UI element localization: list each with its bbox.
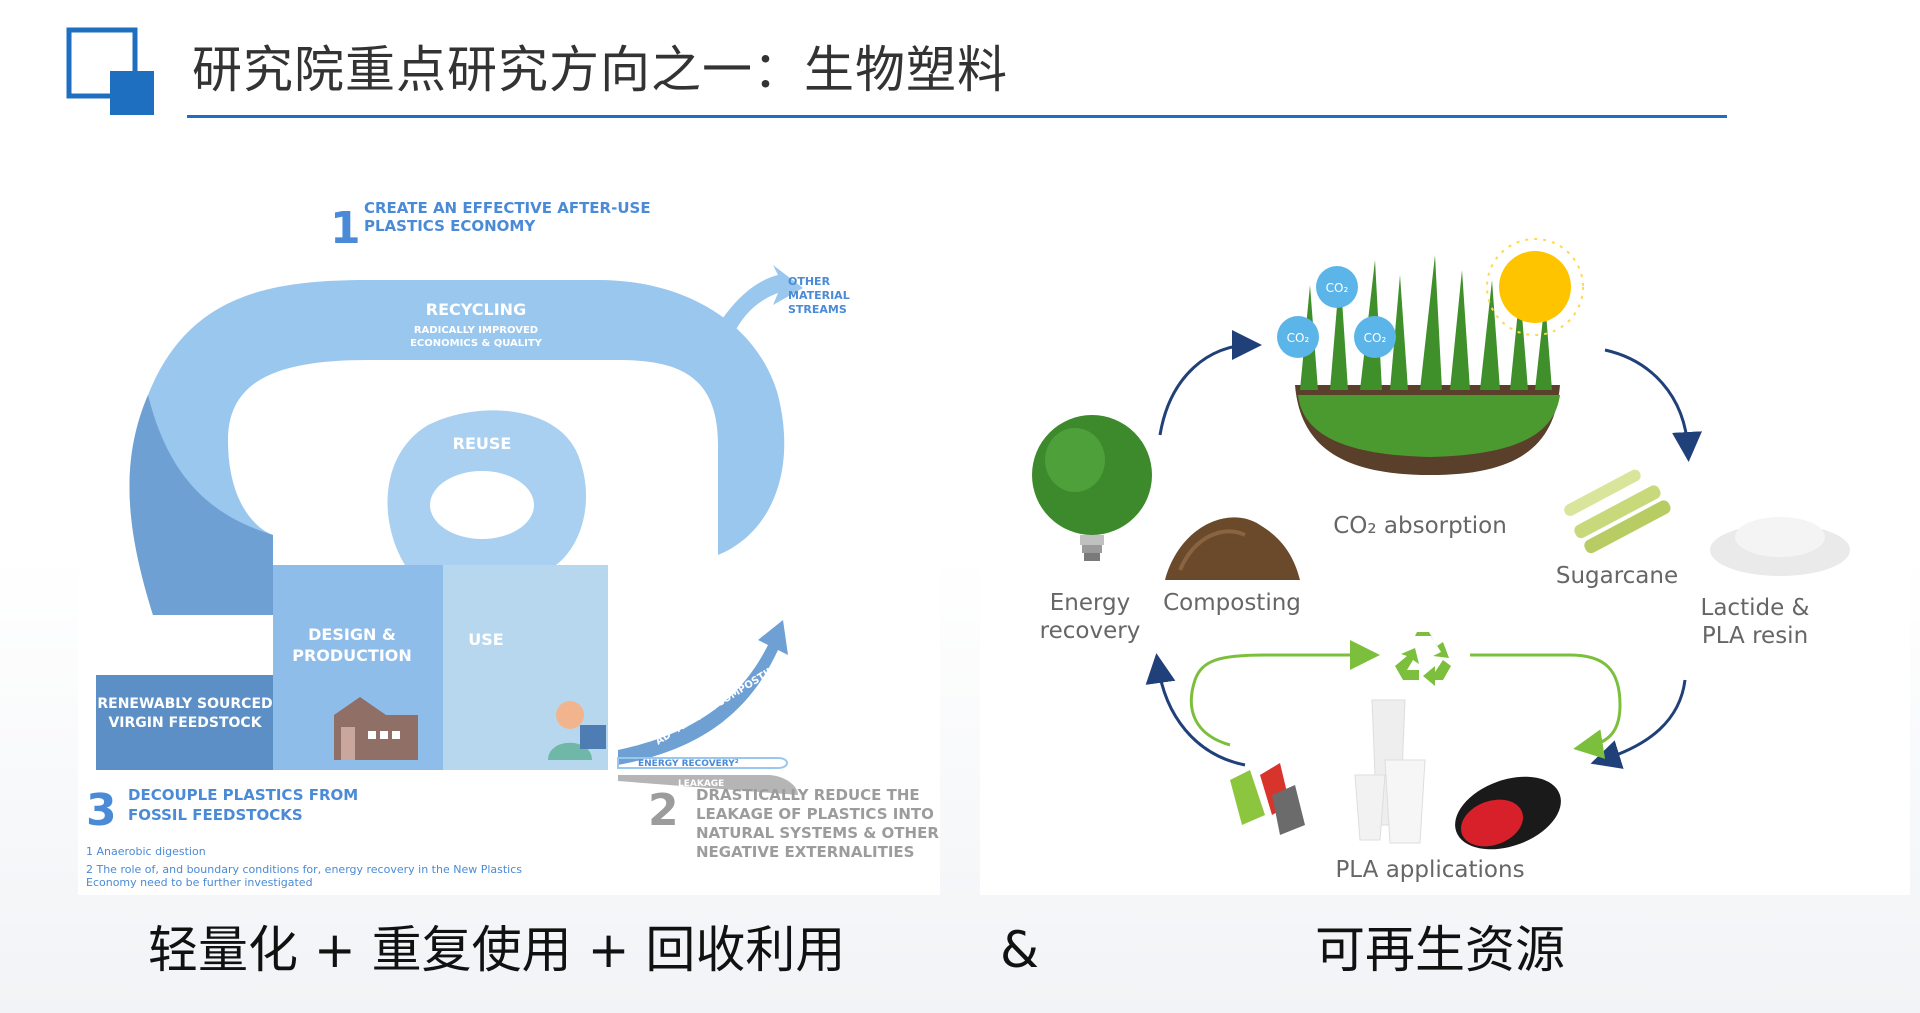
green-arrow-left <box>1189 640 1380 747</box>
lactide-line2: PLA resin <box>1702 623 1808 649</box>
sugarcane-stalks-image <box>1564 469 1671 554</box>
co2-bubbles <box>1277 266 1396 358</box>
recycle-icon <box>1395 632 1451 686</box>
lactide-line1: Lactide & <box>1701 595 1810 621</box>
recycling-sub1: RADICALLY IMPROVED <box>414 325 538 336</box>
cups-image <box>1354 699 1426 844</box>
arrow-to-co2 <box>1158 330 1262 436</box>
title-underline <box>187 115 1727 118</box>
step1-line1: CREATE AN EFFECTIVE AFTER-USE <box>364 199 651 217</box>
co2-bubble-1: CO₂ <box>1326 281 1349 295</box>
caption-ampersand: & <box>1000 921 1039 979</box>
other-line2: MATERIAL <box>788 289 850 302</box>
feedstock-line2: VIRGIN FEEDSTOCK <box>108 715 262 731</box>
step2-line1: DRASTICALLY REDUCE THE <box>696 786 920 804</box>
recycling-loop <box>129 265 803 615</box>
step3-line1: DECOUPLE PLASTICS FROM <box>128 786 358 804</box>
footnote-1: 1 Anaerobic digestion <box>86 845 206 858</box>
arrow-to-sugarcane <box>1604 348 1702 462</box>
other-streams-arrow-icon <box>718 265 803 335</box>
step3-number: 3 <box>86 785 117 836</box>
step2-line2: LEAKAGE OF PLASTICS INTO <box>696 805 934 823</box>
outflow-arrows <box>617 620 798 795</box>
arrow-to-energy <box>1145 653 1246 767</box>
composting-label: AD¹ AND/OR COMPOSTING <box>654 660 785 748</box>
design-line2: PRODUCTION <box>292 646 412 665</box>
pla-powder-image <box>1710 517 1850 576</box>
footnote-2-line1: 2 The role of, and boundary conditions f… <box>86 863 522 876</box>
design-line1: DESIGN & <box>308 625 396 644</box>
logo-squares-icon <box>66 27 154 115</box>
compost-pile-image <box>1165 517 1300 580</box>
reuse-loop <box>387 410 587 570</box>
sugarcane-field-image <box>1295 255 1560 475</box>
tree-bulb-image <box>1032 415 1152 561</box>
co2-absorption-label: CO₂ absorption <box>1333 513 1507 539</box>
recycling-sub2: ECONOMICS & QUALITY <box>410 338 543 349</box>
use-label: USE <box>468 630 503 649</box>
page-title: 研究院重点研究方向之一：生物塑料 <box>192 41 1008 99</box>
other-line1: OTHER <box>788 275 831 288</box>
factory-icon <box>334 697 418 760</box>
co2-bubble-3: CO₂ <box>1364 331 1387 345</box>
co2-bubble-2: CO₂ <box>1287 331 1310 345</box>
step1-line2: PLASTICS ECONOMY <box>364 217 536 235</box>
footnote-2-line2: Economy need to be further investigated <box>86 876 313 889</box>
computer-mouse-image <box>1455 776 1561 850</box>
leakage-label: LEAKAGE <box>678 779 724 789</box>
recycling-label: RECYCLING <box>426 300 526 319</box>
energy-line2: recovery <box>1040 618 1141 644</box>
circular-economy-diagram: 1 CREATE AN EFFECTIVE AFTER-USE PLASTICS… <box>78 175 940 895</box>
green-arrow-right <box>1470 653 1622 759</box>
composting-label: Composting <box>1163 590 1301 616</box>
step2-line3: NATURAL SYSTEMS & OTHER <box>696 824 939 842</box>
sugarcane-label: Sugarcane <box>1556 563 1678 589</box>
person-icon <box>548 701 606 760</box>
circular-economy-svg: 1 CREATE AN EFFECTIVE AFTER-USE PLASTICS… <box>86 199 939 889</box>
caption-renewable-resources: 可再生资源 <box>1315 921 1565 979</box>
pla-lifecycle-svg: CO₂ CO₂ CO₂ CO₂ absorption Sugarcane Lac… <box>1032 238 1850 883</box>
step2-number: 2 <box>648 785 679 836</box>
step2-line4: NEGATIVE EXTERNALITIES <box>696 843 914 861</box>
arrow-to-applications <box>1590 679 1687 769</box>
energy-recovery-label: ENERGY RECOVERY² <box>638 759 739 769</box>
feedstock-line1: RENEWABLY SOURCED <box>97 696 272 712</box>
other-line3: STREAMS <box>788 303 847 316</box>
coffee-capsules-image <box>1230 763 1305 835</box>
feedstock-block <box>96 675 273 770</box>
energy-line1: Energy <box>1050 590 1131 616</box>
step3-line2: FOSSIL FEEDSTOCKS <box>128 806 303 824</box>
reuse-label: REUSE <box>453 434 512 453</box>
caption-lightweight-reuse-recycle: 轻量化 + 重复使用 + 回收利用 <box>148 921 846 979</box>
step1-number: 1 <box>330 203 361 254</box>
sun-icon <box>1486 238 1584 336</box>
pla-lifecycle-diagram: CO₂ CO₂ CO₂ CO₂ absorption Sugarcane Lac… <box>980 175 1910 895</box>
pla-applications-label: PLA applications <box>1335 857 1524 883</box>
